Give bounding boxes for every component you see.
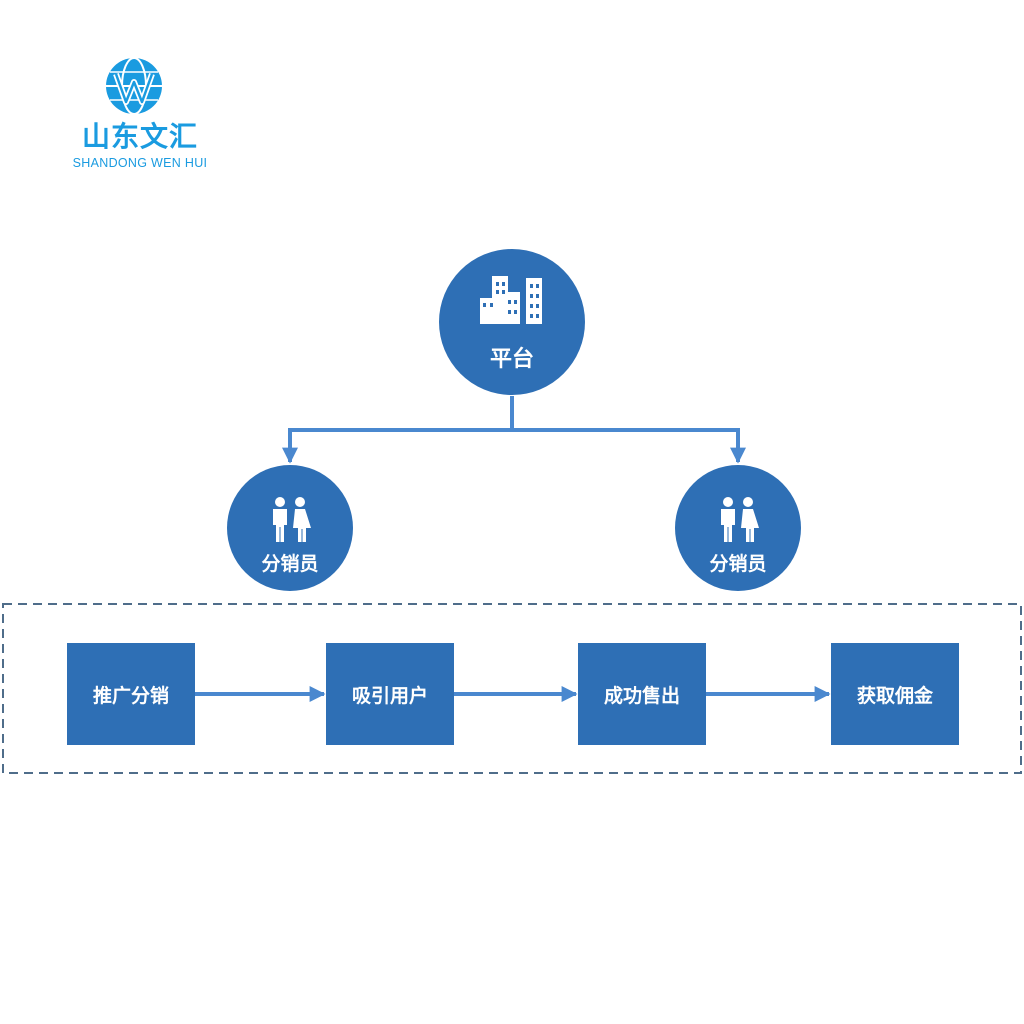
buildings-icon	[480, 276, 542, 324]
flow-step-label: 推广分销	[93, 684, 169, 707]
flow-step-label: 获取佣金	[857, 684, 934, 707]
logo: 山东文汇 SHANDONG WEN HUI	[60, 56, 220, 176]
distributor-node-left: 分销员	[227, 465, 353, 591]
flow-step-label: 吸引用户	[352, 684, 428, 707]
platform-connectors	[282, 396, 746, 464]
flow-step-3: 成功售出	[578, 643, 706, 745]
flow-container	[2, 603, 1022, 774]
platform-label: 平台	[490, 346, 534, 372]
flow-step-1: 推广分销	[67, 643, 195, 745]
globe-w-icon	[106, 57, 162, 115]
distributor-label-left: 分销员	[261, 552, 318, 575]
distributor-label-right: 分销员	[709, 552, 766, 575]
flow-step-label: 成功售出	[604, 684, 680, 707]
platform-node: 平台	[439, 249, 585, 395]
distributor-node-right: 分销员	[675, 465, 801, 591]
logo-name-cn: 山东文汇	[81, 120, 198, 153]
logo-name-en: SHANDONG WEN HUI	[72, 156, 208, 170]
flow-step-4: 获取佣金	[831, 643, 959, 745]
flow-step-2: 吸引用户	[326, 643, 454, 745]
